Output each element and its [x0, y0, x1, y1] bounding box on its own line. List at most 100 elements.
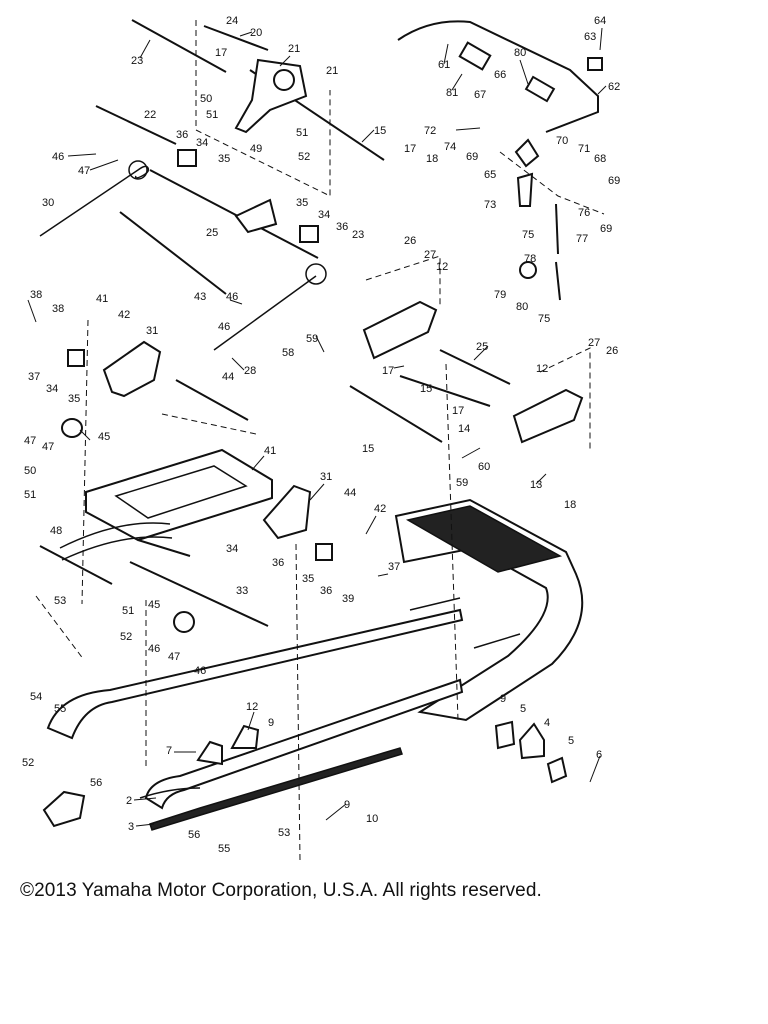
callout: 17 — [215, 47, 227, 59]
leader-line — [229, 299, 243, 305]
callout: 46 — [148, 643, 160, 655]
callout: 62 — [608, 81, 620, 93]
leader-line — [597, 85, 607, 95]
callout: 38 — [30, 289, 42, 301]
plate-81 — [524, 75, 556, 103]
callout: 36 — [272, 557, 284, 569]
leader-line — [443, 43, 449, 65]
spring-28 — [213, 275, 317, 351]
callout: 69 — [466, 151, 478, 163]
strap-48 — [59, 522, 173, 561]
ball-79 — [519, 261, 537, 279]
callout: 42 — [118, 309, 130, 321]
callout: 37 — [388, 561, 400, 573]
copyright-notice: ©2013 Yamaha Motor Corporation, U.S.A. A… — [20, 880, 542, 901]
callout: 46 — [52, 151, 64, 163]
callout: 46 — [226, 291, 238, 303]
rod-25 — [439, 349, 511, 385]
leader-line — [315, 335, 325, 353]
callout: 3 — [128, 821, 134, 833]
spacer-45a — [61, 418, 83, 438]
tube-40 — [175, 379, 249, 421]
spring-coil-28 — [305, 263, 327, 285]
callout: 53 — [54, 595, 66, 607]
leader-line — [67, 153, 97, 157]
leader-line — [279, 55, 291, 67]
guide-line-c — [35, 595, 85, 661]
leader-line — [451, 73, 463, 91]
rod-19 — [203, 25, 269, 51]
block-34d — [315, 543, 333, 561]
slide-rail-upper — [46, 608, 464, 740]
guide-line-a — [195, 20, 331, 197]
callout: 55 — [218, 843, 230, 855]
callout: 2 — [126, 795, 132, 807]
callout: 37 — [28, 371, 40, 383]
callout: 72 — [424, 125, 436, 137]
callout: 58 — [282, 347, 294, 359]
leader-line — [473, 345, 489, 361]
callout: 55 — [54, 703, 66, 715]
callout: 4 — [544, 717, 550, 729]
callout: 54 — [30, 691, 42, 703]
callout: 21 — [288, 43, 300, 55]
leader-line — [393, 365, 405, 369]
callout: 71 — [578, 143, 590, 155]
callout: 36 — [336, 221, 348, 233]
callout: 14 — [458, 423, 470, 435]
rod-16 — [131, 19, 227, 73]
callout: 21 — [326, 65, 338, 77]
leader-line — [251, 455, 265, 471]
callout: 30 — [42, 197, 54, 209]
callout: 78 — [524, 253, 536, 265]
callout: 56 — [188, 829, 200, 841]
callout: 33 — [236, 585, 248, 597]
callout: 68 — [594, 153, 606, 165]
callout: 5 — [568, 735, 574, 747]
callout: 26 — [606, 345, 618, 357]
arm-12a — [362, 300, 438, 360]
callout: 81 — [446, 87, 458, 99]
bracket-66 — [514, 138, 540, 168]
runner-3 — [149, 747, 403, 831]
callout: 46 — [194, 665, 206, 677]
guide-line-e — [295, 543, 301, 861]
callout: 23 — [131, 55, 143, 67]
callout: 26 — [404, 235, 416, 247]
callout: 51 — [206, 109, 218, 121]
tube-43 — [119, 211, 227, 295]
callout: 31 — [320, 471, 332, 483]
leader-line — [247, 711, 255, 731]
arm-12b — [512, 388, 584, 444]
callout: 35 — [68, 393, 80, 405]
leader-line — [135, 823, 155, 827]
callout: 46 — [218, 321, 230, 333]
stopper-8 — [196, 740, 223, 766]
callout: 52 — [22, 757, 34, 769]
block-34a — [177, 149, 197, 167]
leader-line — [377, 573, 389, 577]
callout: 35 — [296, 197, 308, 209]
callout: 75 — [522, 229, 534, 241]
callout: 49 — [250, 143, 262, 155]
guide-line-j — [499, 151, 605, 215]
callout: 20 — [250, 27, 262, 39]
leader-line — [27, 299, 37, 323]
callout: 61 — [438, 59, 450, 71]
callout: 6 — [596, 749, 602, 761]
callout: 47 — [168, 651, 180, 663]
callout: 51 — [296, 127, 308, 139]
callout: 9 — [344, 799, 350, 811]
callout: 77 — [576, 233, 588, 245]
rod-22 — [95, 105, 177, 145]
callout: 70 — [556, 135, 568, 147]
callout: 15 — [374, 125, 386, 137]
callout: 65 — [484, 169, 496, 181]
callout: 25 — [476, 341, 488, 353]
callout: 69 — [600, 223, 612, 235]
callout: 44 — [222, 371, 234, 383]
leader-line — [535, 473, 547, 485]
leader-line — [239, 31, 253, 37]
callout: 27 — [588, 337, 600, 349]
leader-line — [361, 129, 375, 143]
